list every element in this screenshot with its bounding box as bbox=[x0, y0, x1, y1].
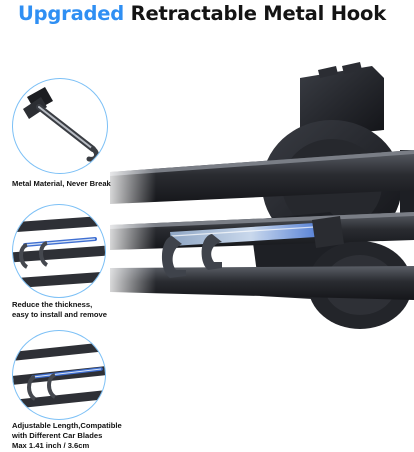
feature-circle-thickness bbox=[12, 204, 106, 298]
feature-caption-thickness: Reduce the thickness, easy to install an… bbox=[12, 300, 124, 320]
feature-caption-metal: Metal Material, Never Break bbox=[12, 179, 122, 189]
thin-hook-illustration bbox=[13, 215, 105, 289]
feature-caption-adjustable: Adjustable Length,Compatible with Differ… bbox=[12, 421, 142, 451]
caption-line: Metal Material, Never Break bbox=[12, 179, 111, 188]
feature-circle-metal-hook bbox=[12, 78, 108, 174]
metal-hook-illustration bbox=[23, 87, 99, 162]
headline-highlight: Upgraded bbox=[18, 2, 125, 25]
adjustable-hook-illustration bbox=[13, 342, 105, 409]
headline: Upgraded Retractable Metal Hook bbox=[18, 2, 386, 25]
headline-rest: Retractable Metal Hook bbox=[130, 2, 387, 25]
caption-line: Adjustable Length,Compatible bbox=[12, 421, 122, 430]
caption-line: with Different Car Blades bbox=[12, 431, 103, 440]
caption-line: Max 1.41 inch / 3.6cm bbox=[12, 441, 90, 450]
caption-line: easy to install and remove bbox=[12, 310, 107, 319]
caption-line: Reduce the thickness, bbox=[12, 300, 93, 309]
feature-circle-adjustable bbox=[12, 330, 106, 420]
